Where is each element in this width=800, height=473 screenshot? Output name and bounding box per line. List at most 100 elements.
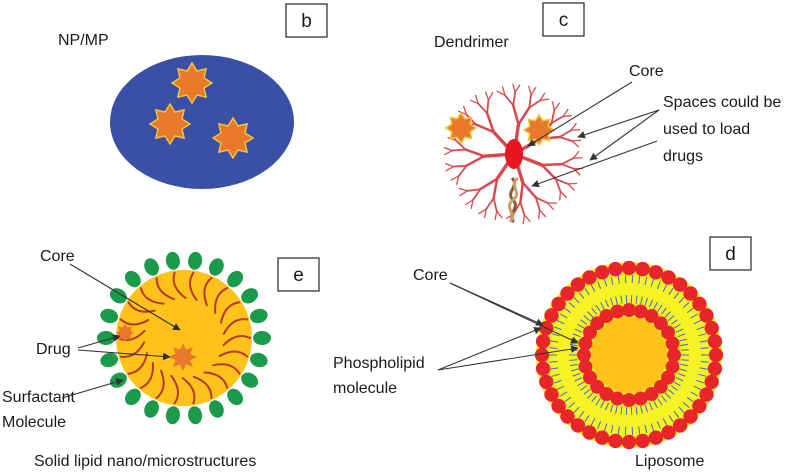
phospholipid-tail <box>700 347 709 349</box>
phospholipid-tail <box>584 414 590 423</box>
dendrimer-branch <box>496 90 506 96</box>
dendrimer-branch <box>572 150 580 159</box>
surfactant-head <box>124 270 141 288</box>
surfactant-tail <box>119 318 150 326</box>
surfactant-tail <box>139 287 165 305</box>
dendrimer-branch <box>455 139 467 151</box>
phospholipid-tail <box>550 340 559 343</box>
phospholipid-tail <box>680 343 689 347</box>
phospholipid-tail <box>553 379 562 384</box>
surfactant-tail <box>222 318 249 335</box>
panel-letter-box <box>285 3 328 38</box>
surfactant-tail <box>139 362 154 389</box>
phospholipid-tail <box>587 392 594 399</box>
surfactant-head <box>165 251 180 270</box>
dendrimer-branch <box>469 99 479 105</box>
phospholipid-head <box>621 260 637 276</box>
dendrimer-branch <box>457 110 468 116</box>
svg-text:drugs: drugs <box>663 148 703 165</box>
core-label: Core <box>629 63 664 80</box>
phospholipid-tail <box>550 367 559 370</box>
surfactant-head <box>253 331 271 345</box>
surfactant-tail <box>127 352 148 375</box>
dendrimer-branch <box>528 85 532 96</box>
phospholipid-tail <box>572 333 581 338</box>
phospholipid-head <box>583 370 597 385</box>
phospholipid-tail <box>673 323 681 329</box>
dendrimer-branch <box>465 154 486 167</box>
phospholipid-tail <box>675 328 684 333</box>
dendrimer-branch <box>562 114 573 118</box>
phospholipid-tail <box>678 296 685 304</box>
phospholipid-tail <box>551 373 560 377</box>
dendrimer-branch <box>570 128 581 132</box>
phospholipid-tail <box>650 423 655 432</box>
phospholipid-head <box>594 265 610 280</box>
phospholipid-head <box>610 304 625 319</box>
phospholipid-tail <box>678 338 687 342</box>
dendrimer-branch <box>486 99 490 115</box>
dendrimer-branch <box>466 188 482 192</box>
dendrimer-branch <box>560 163 575 170</box>
phospholipid-tail <box>597 421 602 429</box>
dendrimer-branch <box>528 93 532 109</box>
phospholipid-head <box>621 434 637 450</box>
drug-star-icon <box>211 116 255 160</box>
label-pointers <box>527 81 660 188</box>
surfactant-tail <box>172 271 187 299</box>
dendrimer-branch <box>444 149 454 156</box>
phospholipid-tail <box>573 296 580 304</box>
svg-text:Surfactant: Surfactant <box>2 389 75 406</box>
phospholipid-tail <box>569 359 578 361</box>
phospholipid-head <box>539 374 554 390</box>
phospholipid-tail <box>617 426 620 435</box>
phospholipid-head <box>661 425 676 440</box>
surfactant-head <box>144 400 159 418</box>
dendrimer-branch <box>560 157 575 165</box>
dendrimer-branch <box>474 122 495 134</box>
phospholipid-head <box>578 359 593 374</box>
phospholipid-tail <box>615 405 618 414</box>
phospholipid-tail <box>600 301 605 310</box>
phospholipid-head <box>551 296 566 312</box>
surfactant-head <box>100 308 119 324</box>
phospholipid-tail <box>670 385 678 391</box>
surfactant-tail <box>181 377 196 405</box>
dendrimer-branch <box>571 140 580 148</box>
dendrimer-branch <box>470 199 474 210</box>
dendrimer-branch <box>496 210 503 219</box>
dendrimer-branches <box>443 83 584 225</box>
phospholipid-tail <box>677 333 686 338</box>
phospholipid-tail <box>610 425 614 434</box>
caption-liposome: Liposome <box>635 453 704 470</box>
dendrimer-branch <box>485 112 495 134</box>
phospholipid-tail <box>638 426 641 435</box>
phospholipid-tail <box>653 301 658 310</box>
core-label: Core <box>40 248 75 265</box>
phospholipid-tail <box>615 296 618 305</box>
phospholipid-head <box>551 398 566 414</box>
panel-letter: e <box>293 265 304 286</box>
phospholipid-tail <box>580 319 588 325</box>
phospholipid-tail <box>595 304 601 312</box>
phospholipid-tail <box>640 405 643 414</box>
surfactant-head <box>100 352 119 368</box>
phospholipid-head <box>699 308 714 323</box>
dendrimer-branch <box>484 208 487 219</box>
phospholipid-tail <box>648 402 654 411</box>
dendrimer-branch <box>512 91 517 107</box>
phospholipid-tail <box>662 284 668 292</box>
dendrimer-branch <box>464 199 474 206</box>
outer-phospholipid-heads <box>534 260 724 450</box>
phospholipid-tail <box>650 278 655 287</box>
phospholipid-tail <box>696 326 705 331</box>
phospholipid-tail <box>577 381 585 387</box>
dendrimer-core <box>505 139 523 169</box>
phospholipid-head <box>622 303 636 317</box>
phospholipid-tail <box>610 297 614 306</box>
drug-star-icon <box>116 324 134 342</box>
phospholipid-head <box>704 374 719 390</box>
phospholipid-tail <box>677 372 686 377</box>
phospholipid-tail <box>680 363 689 367</box>
phospholipid-tail <box>664 311 671 318</box>
